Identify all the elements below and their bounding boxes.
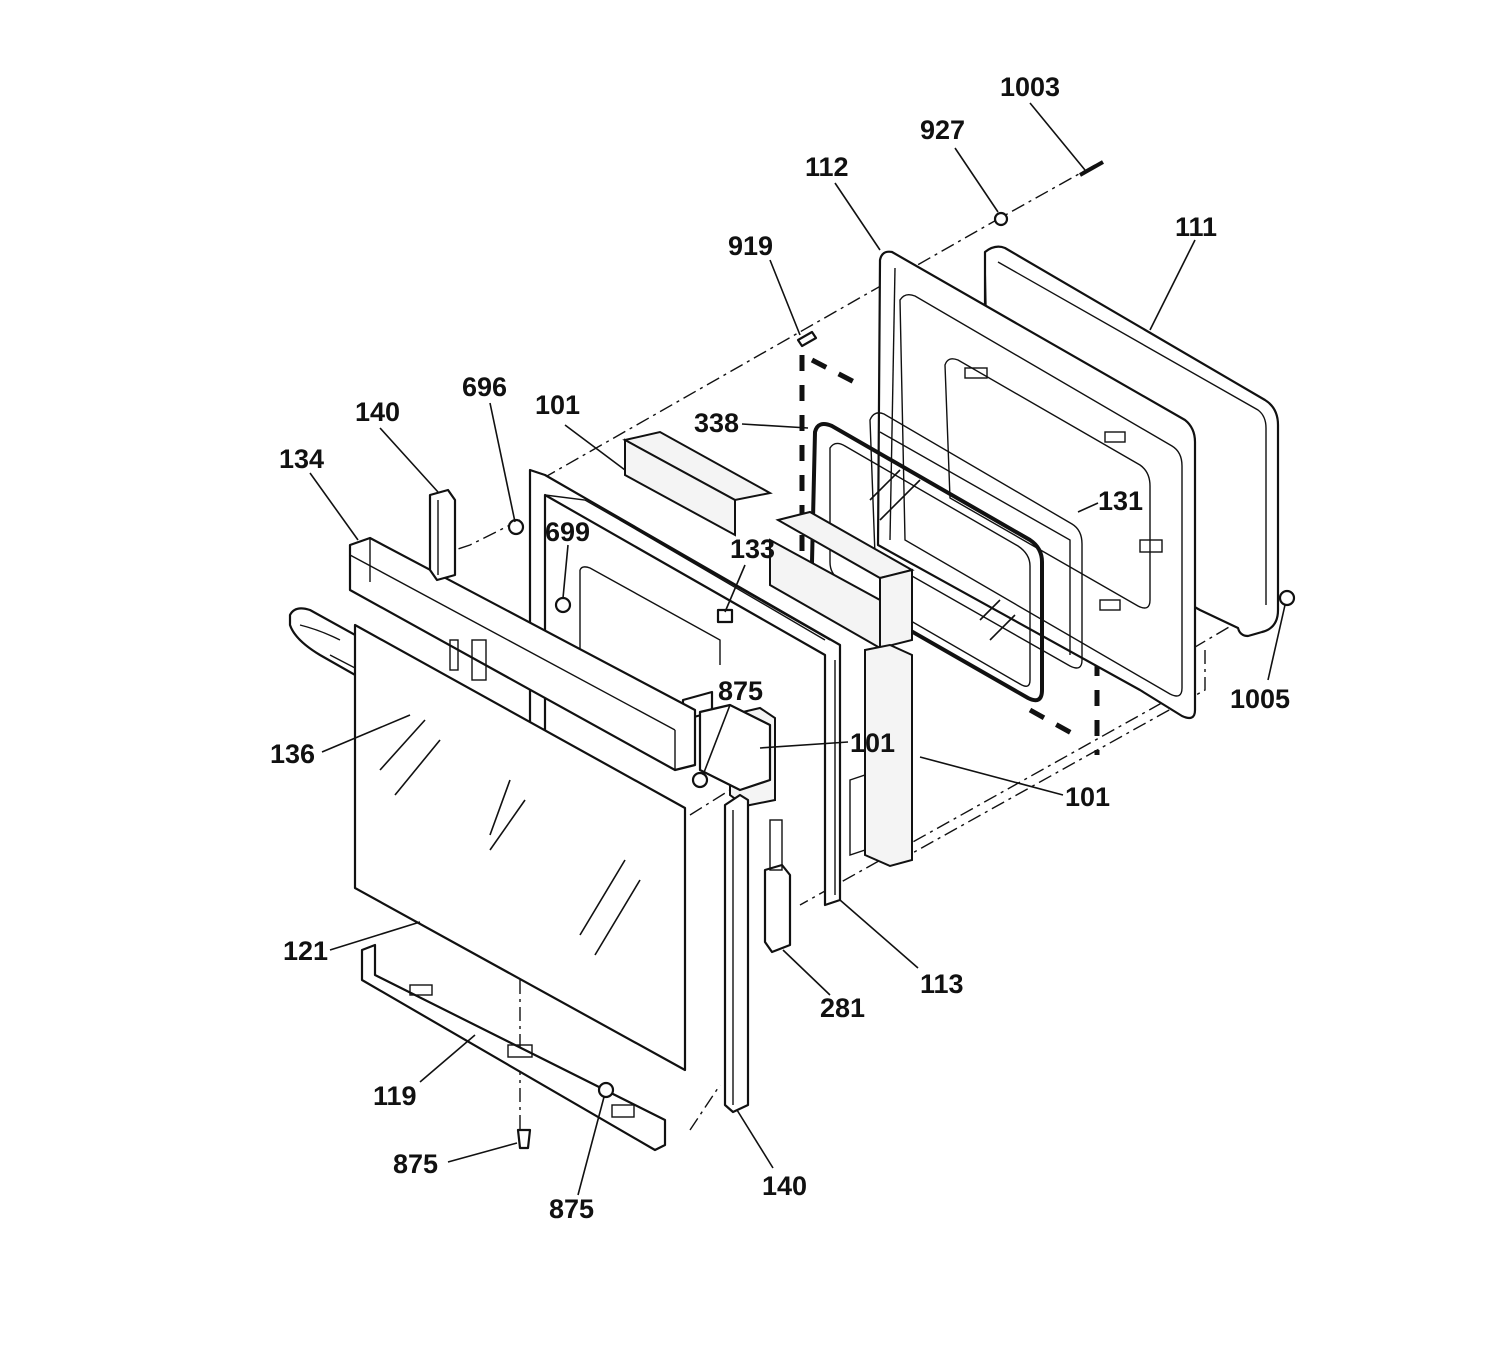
screw-875-right (597, 1081, 615, 1099)
callout-101-side: 101 (1065, 782, 1110, 812)
side-channel-right (723, 793, 750, 1114)
screw-1003 (1079, 160, 1104, 177)
screw-696 (507, 518, 525, 536)
window-pack (869, 412, 1083, 669)
inner-door-liner (876, 250, 1197, 720)
callout-101-top: 101 (535, 390, 580, 420)
callout-875-right: 875 (549, 1194, 594, 1224)
callout-133: 133 (730, 534, 775, 564)
callout-1003: 1003 (1000, 72, 1060, 102)
callout-1005: 1005 (1230, 684, 1290, 714)
callout-699: 699 (545, 517, 590, 547)
washer-927 (993, 211, 1009, 227)
callout-919: 919 (728, 231, 773, 261)
top-trim (348, 536, 697, 772)
screw-699 (554, 596, 572, 614)
callout-131: 131 (1098, 486, 1143, 516)
callout-875-bottom: 875 (393, 1149, 438, 1179)
door-hinge (763, 819, 792, 954)
side-channel-left (428, 488, 457, 582)
bottom-trim (360, 943, 667, 1152)
screw-1005 (1278, 589, 1296, 607)
screw-875-latch (691, 771, 709, 789)
insulation-block-top (622, 430, 915, 650)
callout-281: 281 (820, 993, 865, 1023)
callout-119: 119 (373, 1081, 417, 1111)
outer-door-glass (353, 623, 687, 1072)
callout-112: 112 (805, 152, 849, 182)
callout-140-bottom: 140 (762, 1171, 807, 1201)
callout-140-top: 140 (355, 397, 400, 427)
callout-101-latch: 101 (850, 728, 895, 758)
callout-134: 134 (279, 444, 324, 474)
callout-111: 111 (1175, 212, 1217, 242)
callout-136: 136 (270, 739, 315, 769)
leader-lines (309, 102, 1286, 1196)
screw-875-bottom (516, 1128, 532, 1150)
fasteners (507, 160, 1296, 1150)
callout-338: 338 (694, 408, 739, 438)
callout-875-latch: 875 (718, 676, 763, 706)
callout-113: 113 (920, 969, 964, 999)
callout-696: 696 (462, 372, 507, 402)
pin-919 (796, 330, 818, 348)
callout-121: 121 (283, 936, 328, 966)
callout-labels: 1003 927 112 111 919 696 140 101 338 134… (270, 72, 1290, 1224)
callout-927: 927 (920, 115, 965, 145)
